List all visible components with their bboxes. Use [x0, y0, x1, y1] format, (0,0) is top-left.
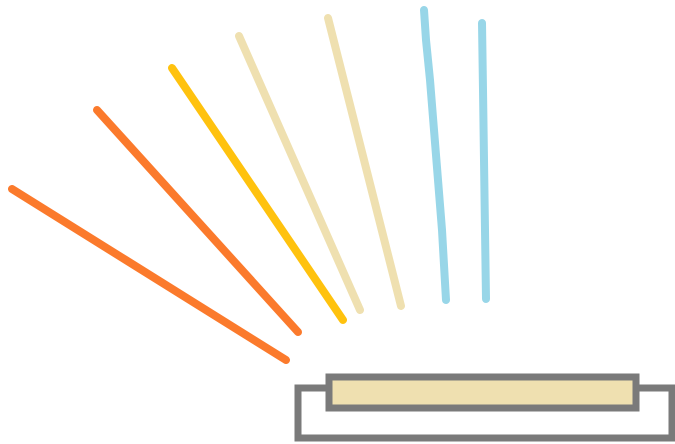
- lamp-device: [298, 377, 672, 438]
- lamp-tube: [329, 377, 636, 408]
- ray-blue-2: [482, 23, 486, 299]
